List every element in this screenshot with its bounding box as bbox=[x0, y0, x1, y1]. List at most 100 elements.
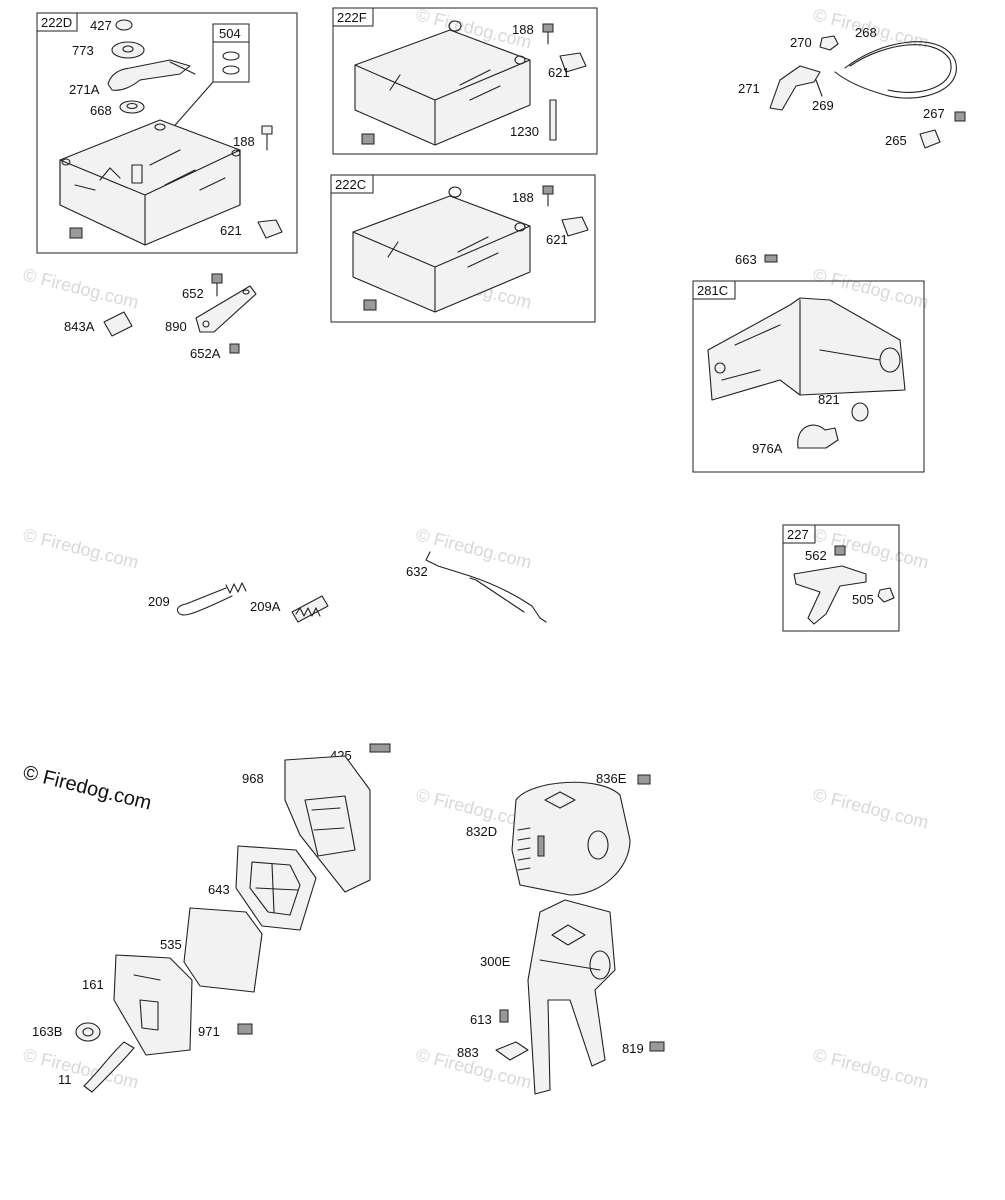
part-label-832d: 832D bbox=[466, 824, 497, 839]
frame-hole bbox=[231, 149, 241, 157]
spring-632 bbox=[425, 551, 547, 623]
frame-hole bbox=[448, 186, 462, 198]
part-label-632: 632 bbox=[406, 564, 428, 579]
group-227: 227 562 505 bbox=[782, 524, 900, 632]
part-label-188: 188 bbox=[233, 134, 255, 149]
group-281c: 663 281C 821 976A bbox=[692, 252, 925, 473]
washer-504 bbox=[222, 51, 240, 61]
screw-425 bbox=[369, 743, 391, 753]
bolt-188 bbox=[542, 185, 554, 195]
part-label-652a: 652A bbox=[190, 346, 221, 361]
part-label-188: 188 bbox=[512, 190, 534, 205]
bracket-227 bbox=[793, 565, 867, 625]
part-label-652: 652 bbox=[182, 286, 204, 301]
screw-652a bbox=[229, 343, 240, 354]
spring-773-center bbox=[122, 45, 134, 53]
screw-971 bbox=[237, 1023, 253, 1035]
watermark: © Firedog.com bbox=[21, 524, 141, 572]
part-label-821: 821 bbox=[818, 392, 840, 407]
stud-1230 bbox=[549, 99, 557, 141]
bolt-small bbox=[361, 133, 375, 145]
cable-268-inner bbox=[849, 44, 952, 93]
part-label-968: 968 bbox=[242, 771, 264, 786]
clip-621 bbox=[257, 219, 283, 239]
part-label-271a: 271A bbox=[69, 82, 100, 97]
part-label-535: 535 bbox=[160, 937, 182, 952]
gasket-883 bbox=[495, 1041, 529, 1061]
bolt-188 bbox=[542, 23, 554, 33]
part-label-663: 663 bbox=[735, 252, 757, 267]
panel-hole bbox=[879, 347, 901, 373]
base-161-detail bbox=[133, 974, 161, 1031]
box-label-504: 504 bbox=[219, 26, 241, 41]
lever-271 bbox=[769, 65, 821, 111]
part-label-505: 505 bbox=[852, 592, 874, 607]
nut-505 bbox=[877, 587, 895, 603]
bolt-652 bbox=[211, 273, 223, 284]
nut-427 bbox=[115, 19, 133, 31]
group-222f: 222F 188 621 1230 bbox=[332, 7, 598, 155]
gasket-643 bbox=[235, 845, 317, 931]
group-bracket-890: 652 843A 890 652A bbox=[64, 273, 257, 361]
box-tag-281c bbox=[692, 280, 736, 300]
tube-11 bbox=[83, 1041, 135, 1093]
box-tag-227 bbox=[782, 524, 816, 544]
part-label-890: 890 bbox=[165, 319, 187, 334]
box-frame-222d bbox=[36, 12, 298, 254]
part-label-265: 265 bbox=[885, 133, 907, 148]
panel-slot bbox=[721, 299, 881, 396]
gasket-163b-hole bbox=[82, 1027, 94, 1037]
guard-832d-vents bbox=[517, 791, 576, 871]
filter-535 bbox=[183, 907, 263, 993]
box-frame-227 bbox=[782, 524, 900, 632]
part-label-668: 668 bbox=[90, 103, 112, 118]
part-label-836e: 836E bbox=[596, 771, 627, 786]
frame-hole bbox=[61, 158, 71, 166]
frame-hole bbox=[514, 55, 526, 65]
clamp-265 bbox=[919, 129, 941, 149]
part-label-11: 11 bbox=[58, 1072, 72, 1087]
primer-976a bbox=[797, 424, 839, 449]
watermark-logo: © Firedog.com bbox=[21, 762, 154, 815]
part-label-621: 621 bbox=[548, 65, 570, 80]
spring-632-coil bbox=[469, 577, 525, 613]
watermark: © Firedog.com bbox=[21, 264, 141, 312]
spring-209-coil bbox=[225, 582, 247, 594]
base-frame-222d bbox=[59, 119, 241, 246]
frame-edge bbox=[352, 225, 531, 313]
screw-663 bbox=[764, 254, 778, 263]
bolt-188 bbox=[261, 125, 273, 135]
screw-267 bbox=[954, 111, 966, 122]
base-161 bbox=[113, 954, 193, 1056]
box-frame-504 bbox=[212, 23, 250, 83]
box-label-222f: 222F bbox=[337, 10, 367, 25]
nut-270 bbox=[819, 35, 839, 51]
bracket-890-hole bbox=[202, 320, 210, 328]
frame-hole bbox=[514, 222, 526, 232]
box-label-281c: 281C bbox=[697, 283, 728, 298]
spring-773 bbox=[111, 41, 145, 59]
spring-209 bbox=[176, 587, 233, 616]
part-label-209: 209 bbox=[148, 594, 170, 609]
part-label-621: 621 bbox=[220, 223, 242, 238]
shield-300e bbox=[527, 899, 616, 1095]
screw-819 bbox=[649, 1041, 665, 1052]
box-tag-222c bbox=[330, 174, 374, 194]
panel-hole bbox=[714, 362, 726, 374]
screw-836e bbox=[637, 774, 651, 785]
box-tag-222d bbox=[36, 12, 78, 32]
washer-504 bbox=[222, 65, 240, 75]
bolt-small bbox=[69, 227, 83, 239]
part-label-209a: 209A bbox=[250, 599, 281, 614]
panel-bracket bbox=[707, 297, 906, 401]
watermark: © Firedog.com bbox=[414, 524, 534, 572]
washer-821 bbox=[851, 402, 869, 422]
watermark: © Firedog.com bbox=[811, 524, 931, 572]
part-label-773: 773 bbox=[72, 43, 94, 58]
part-label-268: 268 bbox=[855, 25, 877, 40]
washer-668-hole bbox=[126, 102, 138, 110]
box-frame-222c bbox=[330, 174, 596, 323]
gasket-643-window bbox=[249, 861, 301, 916]
bolt-small bbox=[363, 299, 377, 311]
part-label-427: 427 bbox=[90, 18, 112, 33]
